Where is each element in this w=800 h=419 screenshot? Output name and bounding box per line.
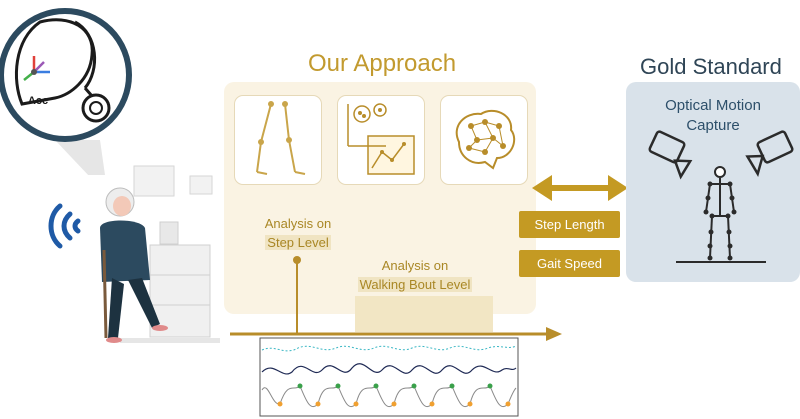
step-connector-dot — [293, 256, 301, 264]
signal-navy-line — [261, 363, 517, 375]
signal-plot-frame — [259, 337, 519, 417]
ml-plot-icon — [347, 103, 415, 175]
video-camera-icon — [648, 130, 693, 180]
compare-arrow-left — [532, 175, 552, 201]
approach-title: Our Approach — [308, 50, 457, 77]
motion-capture-illustration — [648, 130, 794, 263]
analysis-bout-label: Analysis on Walking Bout Level — [357, 258, 473, 292]
neural-brain-card — [440, 95, 528, 185]
step-length-box: Step Length — [519, 211, 620, 238]
gold-standard-title: Gold Standard — [640, 54, 782, 79]
analysis-step-label: Analysis on Step Level — [264, 216, 332, 250]
gold-standard-panel — [626, 82, 800, 282]
hearing-aid-zoom: Acc — [0, 8, 132, 175]
hearing-aid-icon — [15, 18, 111, 123]
room-background — [120, 165, 220, 343]
neural-brain-icon — [455, 109, 516, 170]
signal-event-markers — [277, 383, 511, 407]
signal-teal-line — [261, 345, 517, 352]
time-arrow-head — [546, 327, 562, 341]
compare-arrow-right — [608, 175, 628, 201]
walking-legs-icon — [256, 101, 306, 175]
skeleton-icon — [676, 166, 766, 263]
optical-motion-label: Optical Motion Capture — [665, 97, 761, 134]
ml-plot-card — [337, 95, 425, 185]
walking-legs-card — [234, 95, 322, 185]
elderly-woman-icon — [100, 187, 168, 343]
acc-label: Acc — [28, 95, 48, 107]
walking-bout-highlight — [355, 296, 493, 332]
wireless-signal-icon — [48, 203, 81, 249]
gait-speed-box: Gait Speed — [519, 250, 620, 277]
video-camera-icon — [745, 130, 794, 177]
